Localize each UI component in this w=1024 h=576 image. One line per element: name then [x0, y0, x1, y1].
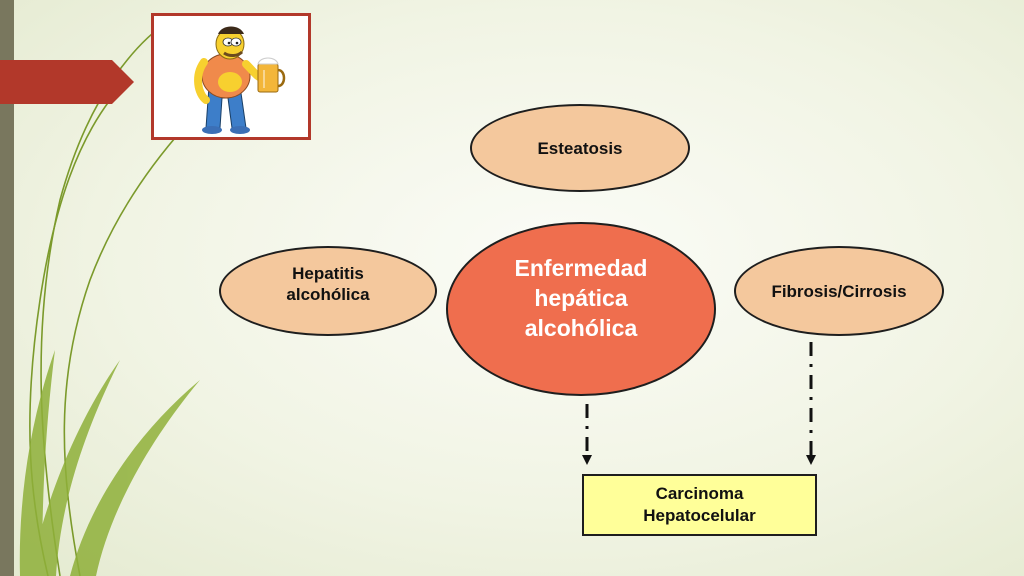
node-carcinoma-hepatocelular: Carcinoma Hepatocelular — [582, 474, 817, 536]
decorative-leaves — [19, 19, 211, 576]
title-arrow-tab — [0, 60, 134, 104]
node-hepatitis-alcoholica: Hepatitis alcohólica — [219, 246, 437, 336]
node-esteatosis-label: Esteatosis — [537, 138, 623, 158]
cartoon-man-beer-icon — [194, 26, 286, 134]
node-center-label: Enfermedad hepática alcohólica — [514, 255, 648, 341]
node-enfermedad-hepatica-alcoholica: Enfermedad hepática alcohólica — [446, 222, 716, 396]
cartoon-picture — [151, 13, 311, 140]
left-sidebar-bar — [0, 0, 14, 576]
node-fibrosis-cirrosis: Fibrosis/Cirrosis — [734, 246, 944, 336]
node-esteatosis: Esteatosis — [470, 104, 690, 192]
node-hepatitis-label: Hepatitis alcohólica — [286, 264, 370, 304]
node-fibrosis-label: Fibrosis/Cirrosis — [771, 281, 907, 301]
node-carcinoma-label: Carcinoma Hepatocelular — [643, 484, 756, 525]
